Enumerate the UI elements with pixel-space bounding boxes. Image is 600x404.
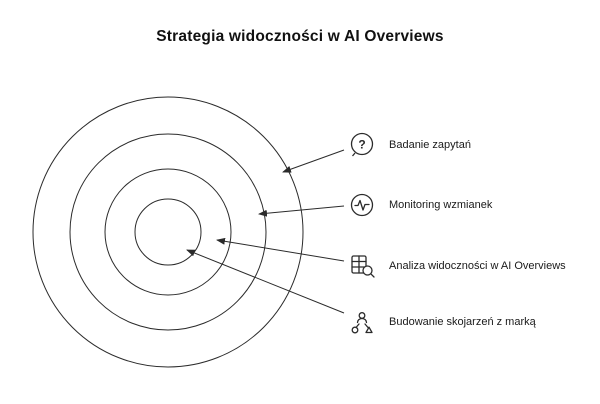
legend-item-badanie-zapytan: ? Badanie zapytań	[346, 128, 471, 162]
ring-third	[104, 168, 232, 296]
waveform-icon	[350, 193, 374, 217]
brand-association-icon	[351, 312, 373, 334]
ring-second	[69, 133, 267, 331]
legend-label: Badanie zapytań	[389, 139, 471, 151]
ring-outer	[32, 96, 304, 368]
question-badge-icon: ?	[350, 132, 374, 157]
connector-line-badanie-zapytan	[282, 149, 345, 173]
page-title: Strategia widoczności w AI Overviews	[156, 28, 444, 45]
svg-text:?: ?	[358, 138, 365, 152]
legend-label: Analiza widoczności w AI Overviews	[389, 260, 566, 272]
database-search-icon	[351, 255, 375, 278]
legend-item-analiza-widocznosci: Analiza widoczności w AI Overviews	[346, 249, 566, 283]
ring-inner	[134, 198, 202, 266]
legend-item-budowanie-skojarzen: Budowanie skojarzeń z marką	[346, 305, 536, 339]
connector-line-monitoring-wzmianek	[258, 205, 345, 217]
legend-label: Budowanie skojarzeń z marką	[389, 316, 536, 328]
legend-label: Monitoring wzmianek	[389, 199, 493, 211]
connector-line-budowanie-skojarzen	[186, 249, 345, 314]
connector-line-analiza-widocznosci	[216, 237, 345, 262]
legend-item-monitoring-wzmianek: Monitoring wzmianek	[346, 188, 492, 222]
